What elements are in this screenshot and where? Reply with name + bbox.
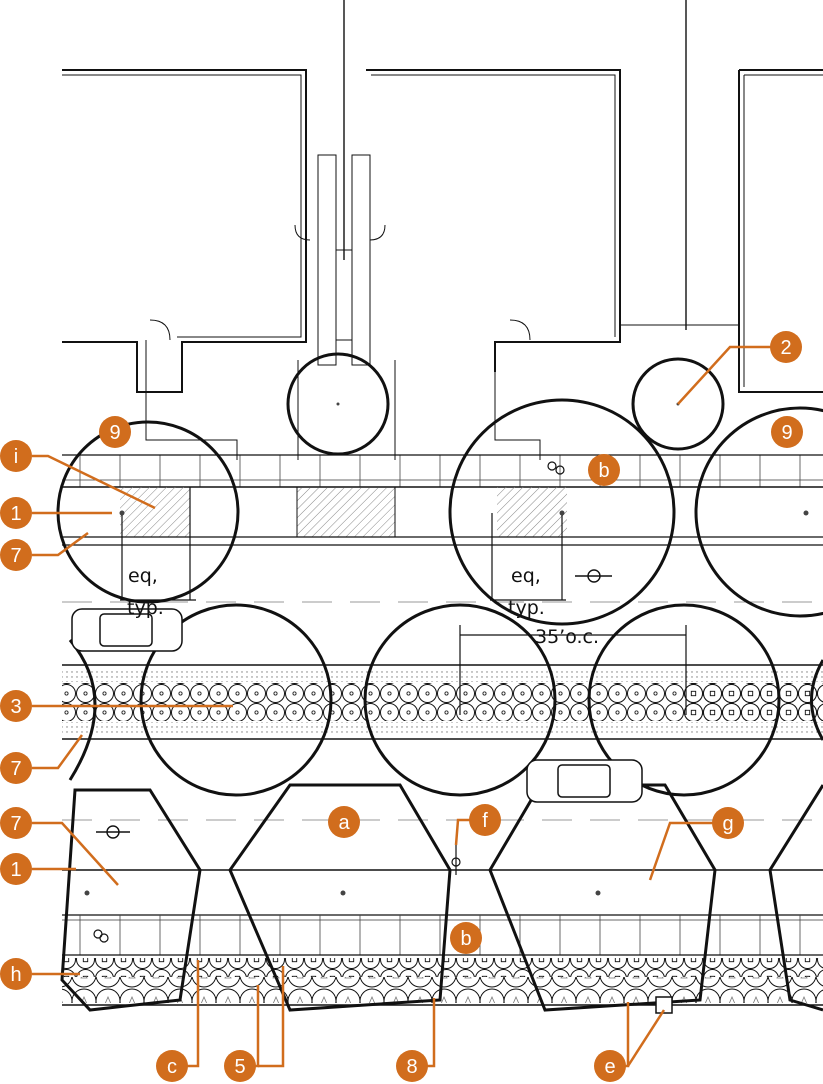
marker-7-low: 7	[0, 807, 32, 839]
svg-text:1: 1	[10, 859, 21, 881]
svg-text:c: c	[167, 1056, 177, 1078]
markers: 9 9 i 1 7 2 b 3 7 7 a f g 1 b h c 5 8 e	[0, 331, 803, 1082]
dimension-labels: eq, typ. eq, typ. 35’o.c.	[127, 565, 599, 648]
marker-c: c	[156, 1050, 188, 1082]
dimension-lines	[120, 487, 687, 715]
marker-e: e	[594, 1050, 626, 1082]
svg-text:7: 7	[10, 545, 21, 567]
svg-text:b: b	[598, 460, 609, 482]
bicycle-icon	[575, 569, 612, 583]
svg-text:9: 9	[781, 422, 792, 444]
svg-text:b: b	[460, 928, 471, 950]
marker-a: a	[328, 806, 360, 838]
buildings	[62, 69, 823, 460]
marker-9-right: 9	[771, 416, 803, 448]
marker-1-low: 1	[0, 853, 32, 885]
marker-3: 3	[0, 690, 32, 722]
marker-b-low: b	[450, 922, 482, 954]
dim-typ-left: typ.	[127, 597, 164, 619]
svg-text:7: 7	[10, 813, 21, 835]
upper-sidewalk	[62, 454, 823, 546]
median	[62, 670, 823, 734]
marker-7-top: 7	[0, 539, 32, 571]
svg-text:9: 9	[109, 422, 120, 444]
svg-text:h: h	[10, 964, 21, 986]
svg-text:5: 5	[234, 1056, 245, 1078]
marker-i: i	[0, 440, 32, 472]
svg-text:2: 2	[780, 337, 791, 359]
car-icon	[71, 608, 183, 652]
svg-text:3: 3	[10, 696, 21, 718]
marker-f: f	[469, 804, 501, 836]
marker-9-left: 9	[99, 416, 131, 448]
svg-text:7: 7	[10, 758, 21, 780]
marker-7-mid: 7	[0, 752, 32, 784]
hex-canopies	[60, 783, 823, 1012]
dim-typ-right: typ.	[508, 597, 545, 619]
svg-text:1: 1	[10, 503, 21, 525]
svg-text:8: 8	[406, 1056, 417, 1078]
marker-8: 8	[396, 1050, 428, 1082]
svg-text:i: i	[14, 446, 18, 468]
svg-text:a: a	[338, 812, 350, 834]
bike-rack-icon	[93, 461, 565, 943]
svg-text:f: f	[482, 810, 488, 832]
svg-text:g: g	[722, 813, 733, 835]
dim-spacing: 35’o.c.	[535, 626, 599, 648]
roadway	[62, 601, 823, 821]
marker-g: g	[712, 807, 744, 839]
bicycle-icon	[96, 825, 130, 839]
parking-meter-icon	[451, 845, 461, 875]
dim-eq-left: eq,	[128, 565, 158, 587]
marker-b-top: b	[588, 454, 620, 486]
svg-text:e: e	[604, 1056, 615, 1078]
marker-2: 2	[770, 331, 802, 363]
corridor	[297, 0, 687, 460]
dim-eq-right: eq,	[511, 565, 541, 587]
marker-1-top: 1	[0, 497, 32, 529]
marker-h: h	[0, 958, 32, 990]
utility-box	[655, 996, 673, 1014]
car-icon	[526, 759, 643, 803]
marker-5: 5	[224, 1050, 256, 1082]
